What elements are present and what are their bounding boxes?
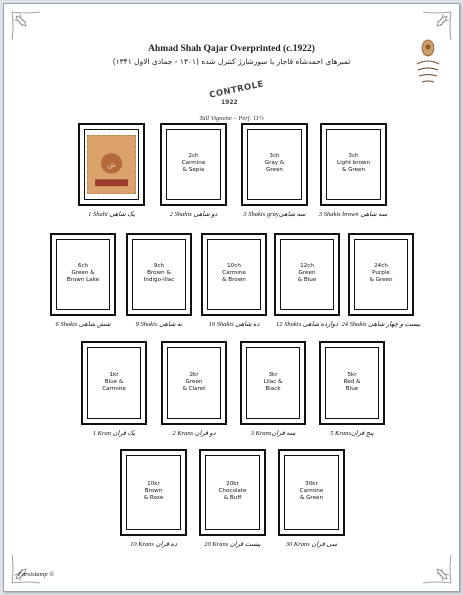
stamp-box: 24ch Purple & Green (348, 233, 414, 316)
stamp-caption: 5 Kransپنج قران (330, 430, 374, 437)
stamp-box: 5kr Red & Blue (319, 341, 385, 425)
stamp-caption: 3 Shakis brown سه شاهی (318, 211, 388, 218)
stamp-caption: 10 Krans ده قران (130, 541, 177, 548)
qajar-seal-icon (416, 39, 440, 83)
persian-subtitle: تمبرهای احمدشاه قاجار با سورشارژ کنترل ش… (112, 57, 351, 66)
stamp-caption: 24 Shakis بیست و چهار شاهی (341, 321, 421, 328)
overprint-year: 1922 (221, 99, 238, 106)
stamp-caption: 3 Shakis grayسه شاهی (243, 211, 306, 218)
stamp-box: 2ch Carmine & Sepia (160, 123, 227, 206)
stamp-description: 24ch Purple & Green (369, 263, 393, 284)
stamp-box: 1kr Blue & Carmine (81, 341, 147, 425)
stamp-box: 2kr Green & Claret (161, 341, 227, 425)
stamp-description: 6ch Green & Brown Lake (66, 263, 100, 284)
stamp-description: 10kr Brown & Rose (143, 480, 164, 501)
stamp-description: 3kr Lilac & Black (263, 371, 283, 392)
page-title: Ahmad Shah Qajar Overprinted (c.1922) (148, 44, 315, 54)
corner-ornament-bottom-left (11, 554, 41, 584)
controle-overprint: CONTROLE 1922 (209, 79, 265, 117)
stamp-box: 20kr Chocolate & Buff (199, 449, 266, 536)
stamp-box: 10ch Carmine & Brown (201, 233, 267, 316)
stamp-description: 12ch Green & Blue (297, 263, 317, 284)
stamp-caption: 20 Krans بیست قران (204, 541, 261, 548)
corner-ornament-top-right (422, 11, 452, 41)
perforation-subtitle: Tall Vignette – Perf. 11½ (199, 115, 264, 122)
stamp-description: 3ch Gray & Green (264, 153, 285, 174)
stamp-caption: 3 Kransسه قران (250, 430, 296, 437)
stamp-caption: 12 Shakis دوازده شاهی (276, 321, 338, 328)
overprint-word: CONTROLE (208, 79, 265, 101)
stamp-caption: 30 Krans سی قران (285, 541, 338, 548)
stamp-box: 12ch Green & Blue (274, 233, 340, 316)
stamp-caption: 6 Shakis شش شاهی (55, 321, 111, 328)
stamp-caption: 2 Shahis دو شاهی (169, 211, 218, 218)
corner-ornament-top-left (11, 11, 41, 41)
stamp-box: 3kr Lilac & Black (240, 341, 306, 425)
stamp-caption: 1 Shahi یک شاهی (88, 211, 135, 218)
stamp-description: 2kr Green & Claret (182, 371, 206, 392)
stamp-description: 30kr Carmine & Green (299, 480, 324, 501)
stamp-box: 3ch Light brown & Green (320, 123, 387, 206)
stamp-box: 6ch Green & Brown Lake (50, 233, 116, 316)
stamp-description: 1kr Blue & Carmine (102, 371, 126, 392)
copyright-footer: Farsistamp © (18, 571, 55, 578)
stamp-box: ش (78, 123, 145, 206)
stamp-box: 9ch Brown & Indigo-lilac (126, 233, 192, 316)
svg-text:ش: ش (107, 161, 116, 169)
stamp-description: 20kr Chocolate & Buff (218, 480, 247, 501)
stamp-caption: 2 Krans دو قران (172, 430, 216, 437)
stamp-caption: 9 Shakis نه شاهی (135, 321, 183, 328)
stamp-caption: 10 Shakis ده شاهی (208, 321, 260, 328)
stamp-image: ش (87, 135, 136, 194)
stamp-description: 9ch Brown & Indigo-lilac (143, 263, 175, 284)
stamp-caption: 1 Kran یک قران (92, 430, 136, 437)
stamp-description: 2ch Carmine & Sepia (181, 153, 206, 174)
stamp-description: 5kr Red & Blue (343, 371, 361, 392)
corner-ornament-bottom-right (422, 554, 452, 584)
stamp-description: 3ch Light brown & Green (336, 153, 370, 174)
stamp-box: 3ch Gray & Green (241, 123, 308, 206)
stamp-description: 10ch Carmine & Brown (222, 263, 246, 284)
stamp-box: 30kr Carmine & Green (278, 449, 345, 536)
stamp-box: 10kr Brown & Rose (120, 449, 187, 536)
album-page: Ahmad Shah Qajar Overprinted (c.1922) تم… (3, 3, 460, 592)
